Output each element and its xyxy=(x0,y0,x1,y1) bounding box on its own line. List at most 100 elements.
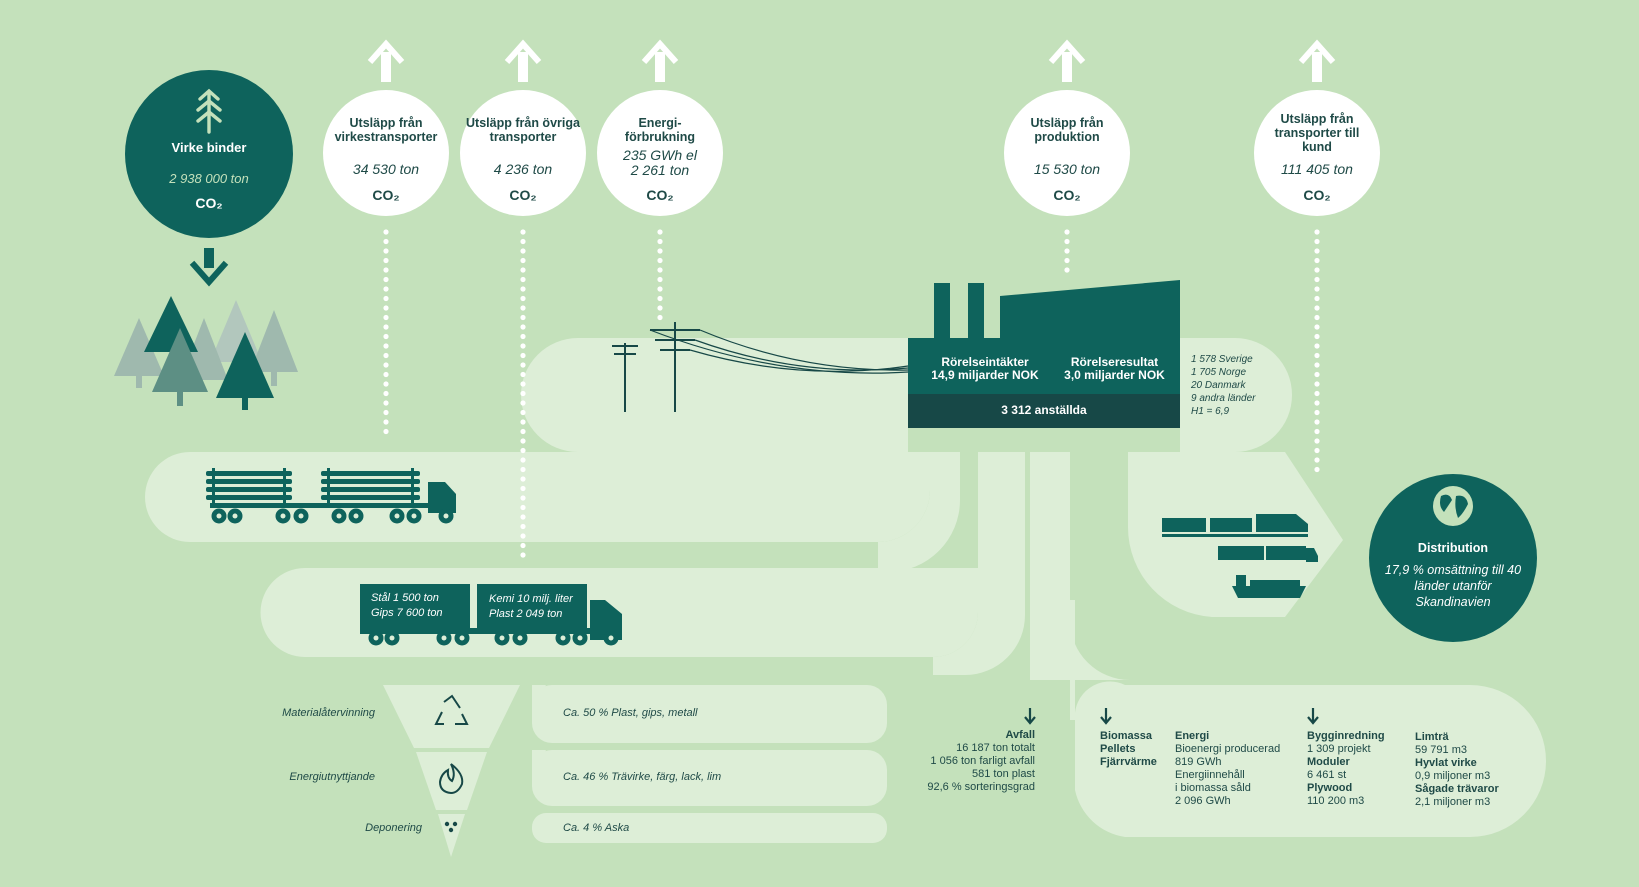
waste-level-label: Materialåtervinning xyxy=(282,707,375,719)
avfall-line: 16 187 ton totalt xyxy=(956,742,1035,754)
emission-circle-timber: Utsläpp från virkestransporter 34 530 to… xyxy=(323,90,449,216)
train-icon xyxy=(1162,514,1318,562)
factory-icon xyxy=(908,280,1180,428)
energy-line: i biomassa såld xyxy=(1175,782,1251,794)
bio-titles: Biomassa Pellets Fjärrvärme xyxy=(1100,730,1157,769)
waste-level-text: Ca. 4 % Aska xyxy=(563,822,630,834)
avfall-line: 1 056 ton farligt avfall xyxy=(930,755,1035,767)
emission-circle-other: Utsläpp från övriga transporter 4 236 to… xyxy=(460,90,586,216)
arrow-up-icon xyxy=(1048,39,1086,82)
arrow-up-icon xyxy=(1298,39,1336,82)
revenue-label: Rörelseintäkter xyxy=(941,355,1029,369)
employee-country: 9 andra länder xyxy=(1191,393,1256,404)
result-value: 3,0 miljarder NOK xyxy=(1064,368,1165,382)
building-value: 110 200 m3 xyxy=(1307,795,1365,807)
employee-ratio: H1 = 6,9 xyxy=(1191,406,1230,417)
recycle-icon xyxy=(434,694,469,725)
cargo-truck-icon xyxy=(360,584,622,646)
emission-co2: CO₂ xyxy=(1053,187,1081,203)
waste-level-label: Deponering xyxy=(365,822,422,834)
arrow-down-icon xyxy=(1307,708,1319,725)
timber-truck-icon xyxy=(206,468,456,524)
emission-circle-production: Utsläpp från produktion 15 530 ton CO₂ xyxy=(1004,90,1130,216)
dots-icon xyxy=(444,821,458,833)
employee-country: 1 705 Norge xyxy=(1191,367,1247,378)
wood-title: Limträ xyxy=(1415,731,1449,743)
energy-line: 819 GWh xyxy=(1175,756,1222,768)
emission-value: 15 530 ton xyxy=(1033,161,1101,177)
emission-circle-energy: Energi-förbrukning 235 GWh el 2 261 ton … xyxy=(597,90,723,216)
emission-title: Utsläpp från transporter till kund xyxy=(1274,112,1360,154)
wood-value: 0,9 miljoner m3 xyxy=(1415,770,1491,782)
bio-title: Fjärrvärme xyxy=(1100,756,1157,768)
emission-co2: CO₂ xyxy=(509,187,537,203)
building-block: Bygginredning 1 309 projekt Moduler 6 46… xyxy=(1307,730,1385,808)
energy-line: 2 096 GWh xyxy=(1175,795,1231,807)
arrow-up-icon xyxy=(504,39,542,82)
arrow-down-icon xyxy=(189,248,229,287)
bind-title: Virke binder xyxy=(171,140,247,155)
globe-icon xyxy=(1433,486,1473,526)
bio-title: Biomassa xyxy=(1100,730,1152,742)
employee-breakdown: 1 578 Sverige 1 705 Norge 20 Danmark 9 a… xyxy=(1191,353,1256,418)
emission-value: 111 405 ton xyxy=(1281,161,1353,177)
bind-co2: CO₂ xyxy=(195,195,223,211)
cargo-left: Stål 1 500 ton Gips 7 600 ton xyxy=(371,592,443,620)
building-title: Moduler xyxy=(1307,756,1350,768)
waste-level-text: Ca. 50 % Plast, gips, metall xyxy=(563,707,698,719)
bind-circle xyxy=(125,70,293,238)
emission-value: 235 GWh el 2 261 ton xyxy=(623,147,697,178)
wood-block: Limträ 59 791 m3 Hyvlat virke 0,9 miljon… xyxy=(1415,731,1499,809)
avfall-line: 581 ton plast xyxy=(972,768,1035,780)
avfall-title: Avfall xyxy=(1005,729,1035,741)
avfall-block: Avfall 16 187 ton totalt 1 056 ton farli… xyxy=(880,729,1035,794)
building-value: 6 461 st xyxy=(1307,769,1347,781)
building-value: 1 309 projekt xyxy=(1307,743,1371,755)
emission-circle-customer: Utsläpp från transporter till kund 111 4… xyxy=(1254,90,1380,216)
cargo-item: Stål 1 500 ton xyxy=(371,592,439,604)
employee-country: 20 Danmark xyxy=(1191,380,1246,391)
building-title: Plywood xyxy=(1307,782,1353,794)
forest-icon xyxy=(114,296,298,410)
emission-value: 34 530 ton xyxy=(352,161,420,177)
cargo-item: Gips 7 600 ton xyxy=(371,607,443,619)
distribution-text: 17,9 % omsättning till 40 länder utanför… xyxy=(1384,563,1522,609)
energy-line: Energiinnehåll xyxy=(1175,769,1245,781)
power-line-icon xyxy=(612,322,909,412)
building-title: Bygginredning xyxy=(1307,730,1385,742)
emission-title: Utsläpp från virkestransporter xyxy=(334,116,438,144)
arrow-up-icon xyxy=(641,39,679,82)
emission-co2: CO₂ xyxy=(1303,187,1331,203)
employee-country: 1 578 Sverige xyxy=(1191,354,1253,365)
wood-title: Hyvlat virke xyxy=(1415,757,1477,769)
arrow-up-icon xyxy=(367,39,405,82)
arrow-down-icon xyxy=(1100,708,1112,725)
tree-icon xyxy=(196,88,222,134)
arrow-down-icon xyxy=(1024,708,1036,725)
emission-value: 4 236 ton xyxy=(493,161,553,177)
ship-icon xyxy=(1232,575,1306,598)
distribution-circle xyxy=(1369,474,1537,642)
emission-title: Utsläpp från övriga transporter xyxy=(466,116,580,144)
energy-title: Energi xyxy=(1175,730,1210,742)
dotted-lines xyxy=(383,229,1320,558)
cargo-item: Plast 2 049 ton xyxy=(489,608,563,620)
emission-co2: CO₂ xyxy=(372,187,400,203)
emission-title: Utsläpp från produktion xyxy=(1030,116,1104,144)
emission-title: Energi-förbrukning xyxy=(624,116,696,144)
bind-value: 2 938 000 ton xyxy=(169,171,249,186)
revenue-value: 14,9 miljarder NOK xyxy=(931,368,1039,382)
wood-title: Sågade trävaror xyxy=(1415,783,1499,795)
energy-block: Energi Bioenergi producerad 819 GWh Ener… xyxy=(1175,730,1280,808)
employees-total: 3 312 anställda xyxy=(1001,403,1087,417)
energy-line: Bioenergi producerad xyxy=(1175,743,1281,755)
wood-value: 59 791 m3 xyxy=(1415,744,1467,756)
waste-level-label: Energiutnyttjande xyxy=(289,771,375,783)
waste-level-text: Ca. 46 % Trävirke, färg, lack, lim xyxy=(563,771,722,783)
wood-value: 2,1 miljoner m3 xyxy=(1415,796,1491,808)
emission-co2: CO₂ xyxy=(646,187,674,203)
cargo-right: Kemi 10 milj. liter Plast 2 049 ton xyxy=(489,593,573,621)
distribution-title: Distribution xyxy=(1417,541,1489,555)
